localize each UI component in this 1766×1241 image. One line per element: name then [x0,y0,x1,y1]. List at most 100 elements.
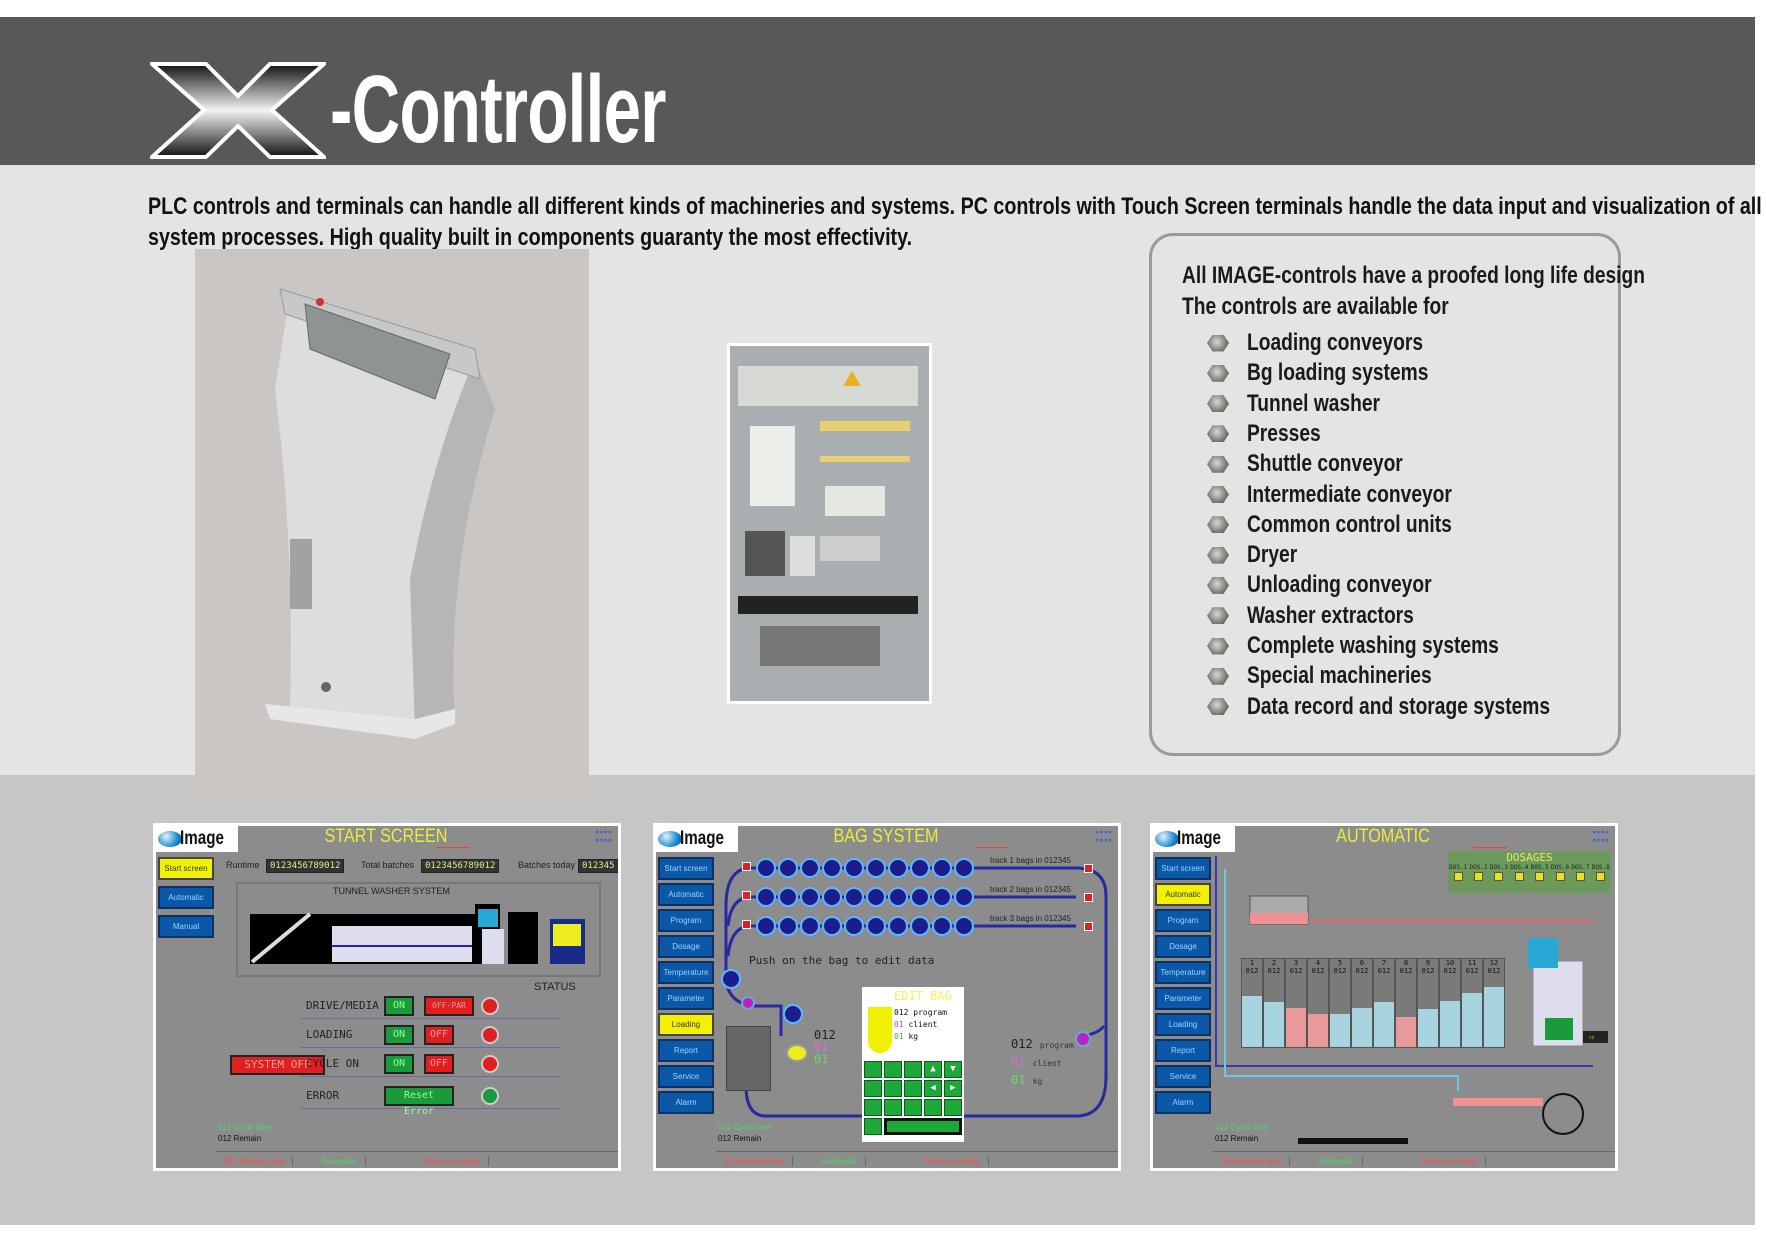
keypad-key[interactable] [904,1099,922,1116]
sidebar-item-loading[interactable]: Loading [1155,1013,1211,1036]
keypad-key[interactable] [864,1080,882,1097]
dosage-item[interactable]: DOS.1 [1449,864,1467,882]
bag-position[interactable] [954,858,974,878]
bag-position[interactable] [844,858,864,878]
bag-position[interactable] [783,1004,803,1024]
sidebar-item-dosage[interactable]: Dosage [1155,935,1211,958]
sidebar-item-alarm[interactable]: Alarm [1155,1091,1211,1114]
sidebar-item-temperature[interactable]: Temperature [658,961,714,984]
bag-position[interactable] [800,916,820,936]
bag-position[interactable] [910,887,930,907]
bag-position[interactable] [822,887,842,907]
bag-position[interactable] [932,916,952,936]
keypad-key[interactable]: ◀ [924,1080,942,1097]
dosage-item[interactable]: DOS.6 [1551,864,1569,882]
keypad-key[interactable] [884,1099,902,1116]
on-button[interactable]: ON [384,996,414,1016]
keypad-key[interactable]: ▲ [924,1061,942,1078]
sidebar-item-manual[interactable]: Manual [158,915,214,938]
keypad-key[interactable] [864,1099,882,1116]
bag-position[interactable] [866,858,886,878]
sidebar-item-service[interactable]: Service [658,1065,714,1088]
on-button[interactable]: ON [384,1054,414,1074]
sidebar-item-service[interactable]: Service [1155,1065,1211,1088]
keypad-key[interactable] [924,1099,942,1116]
bag-position[interactable] [778,887,798,907]
bag-position[interactable] [910,858,930,878]
off-button[interactable]: OFF-PAR [424,996,474,1016]
keypad-key[interactable] [864,1061,882,1078]
sidebar-item-program[interactable]: Program [1155,909,1211,932]
bag-position[interactable] [800,887,820,907]
dosage-item[interactable]: DOS.8 [1592,864,1610,882]
sidebar-item-report[interactable]: Report [658,1039,714,1062]
system-off-button[interactable]: SYSTEM OFF [230,1055,325,1075]
bag-position[interactable] [822,916,842,936]
keypad-key[interactable]: ▶ [944,1080,962,1097]
dosage-item[interactable]: DOS.3 [1490,864,1508,882]
sidebar-item-automatic[interactable]: Automatic [658,883,714,906]
keypad-key[interactable] [944,1099,962,1116]
dosage-item[interactable]: DOS.2 [1470,864,1488,882]
sidebar-item-alarm[interactable]: Alarm [658,1091,714,1114]
bag-position[interactable] [888,858,908,878]
bag-position[interactable] [778,916,798,936]
bag-position[interactable] [932,858,952,878]
keypad-key[interactable] [884,1080,902,1097]
off-button[interactable]: OFF [424,1025,454,1045]
bag-position[interactable] [756,887,776,907]
reset-error-button[interactable]: Reset Error [384,1086,454,1117]
bag-position[interactable] [954,887,974,907]
bag-position[interactable] [910,916,930,936]
dosage-item[interactable]: DOS.4 [1510,864,1528,882]
sidebar-item-program[interactable]: Program [658,909,714,932]
bag-position[interactable] [844,916,864,936]
sidebar-item-automatic[interactable]: Automatic [158,886,214,909]
off-button[interactable]: OFF [424,1054,454,1074]
keypad-key[interactable] [864,1118,882,1135]
sidebar-item-report[interactable]: Report [1155,1039,1211,1062]
keypad-key[interactable] [884,1061,902,1078]
keypad-key[interactable]: ▼ [944,1061,962,1078]
bag-position[interactable] [888,916,908,936]
bag-position[interactable] [954,916,974,936]
bag-position[interactable] [866,916,886,936]
bag-position[interactable] [932,887,952,907]
sidebar-item-start-screen[interactable]: Start screen [1155,857,1211,880]
bag-position[interactable] [721,969,741,989]
on-button[interactable]: ON [384,1025,414,1045]
sidebar-item-start-screen[interactable]: Start screen [658,857,714,880]
sidebar-item-start-screen[interactable]: Start screen [158,857,214,880]
keypad-key[interactable] [904,1061,922,1078]
sidebar-item-dosage[interactable]: Dosage [658,935,714,958]
bag-position[interactable] [756,916,776,936]
bag-position[interactable] [822,858,842,878]
bag-position[interactable] [756,858,776,878]
bag-position[interactable] [778,858,798,878]
sidebar-item-loading[interactable]: Loading [658,1013,714,1036]
enter-key[interactable] [884,1118,962,1135]
dosage-item[interactable]: DOS.7 [1571,864,1589,882]
sidebar-item-parameter[interactable]: Parameter [1155,987,1211,1010]
sidebar-item-automatic[interactable]: Automatic [1155,883,1211,906]
bag-position[interactable] [800,858,820,878]
keypad-key[interactable] [904,1080,922,1097]
dosage-item[interactable]: DOS.5 [1531,864,1549,882]
sidebar-item-parameter[interactable]: Parameter [658,987,714,1010]
bag-position[interactable] [844,887,864,907]
sidebar-item-temperature[interactable]: Temperature [1155,961,1211,984]
bag-position[interactable] [888,887,908,907]
bag-position[interactable] [866,887,886,907]
